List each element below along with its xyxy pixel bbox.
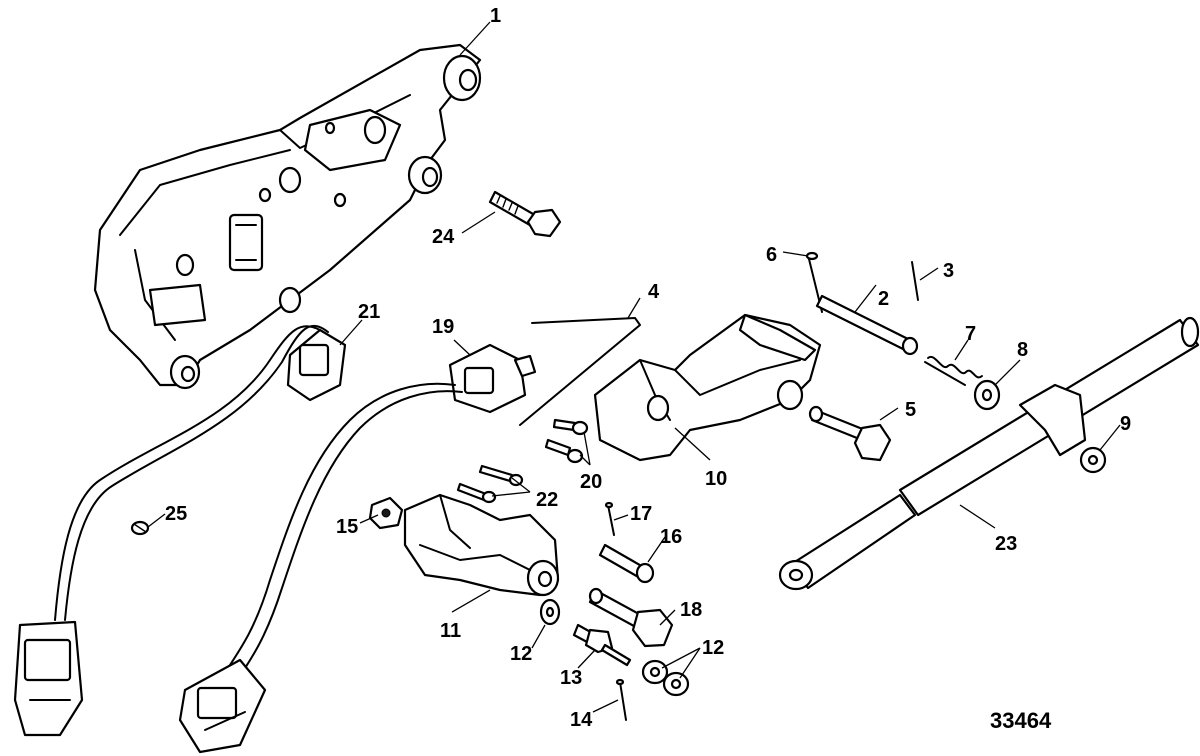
part-25-clip [130, 520, 150, 536]
part-23-cylinder [778, 316, 1200, 591]
part-10-lever [593, 313, 822, 462]
callout-17: 17 [630, 503, 652, 525]
callout-7: 7 [965, 323, 976, 345]
callout-3: 3 [943, 260, 954, 282]
callout-21: 21 [358, 301, 380, 323]
callout-16: 16 [660, 526, 682, 548]
part-22-screws [456, 464, 524, 504]
callout-22: 22 [536, 489, 558, 511]
callout-12b: 12 [702, 637, 724, 659]
part-16-clevis-pin [598, 543, 655, 584]
part-3-clip [911, 261, 919, 301]
part-7-spring [924, 355, 983, 386]
part-8-washer [973, 379, 1001, 411]
callout-10: 10 [705, 468, 727, 490]
callout-6: 6 [766, 244, 777, 266]
callout-12a: 12 [510, 643, 532, 665]
leader-lines [147, 21, 1121, 713]
callout-25: 25 [165, 503, 187, 525]
callout-15: 15 [336, 516, 358, 538]
part-2-pin [815, 294, 919, 356]
callout-13: 13 [560, 667, 582, 689]
callout-4: 4 [648, 281, 660, 303]
callout-23: 23 [995, 533, 1017, 555]
part-12-washers [539, 598, 690, 697]
part-20-screws [544, 418, 589, 464]
part-13-stud [572, 623, 632, 667]
part-19-switch-harness [178, 343, 537, 754]
part-21-sensor-harness [13, 325, 347, 737]
part-14-cotter-pin [615, 678, 627, 721]
callout-18: 18 [680, 599, 702, 621]
part-17-cotter-pin [604, 501, 615, 536]
part-5-bolt [808, 405, 892, 462]
callout-labels: 1 2 3 4 5 6 7 8 9 10 11 12 12 13 14 15 1… [165, 5, 1131, 731]
part-4-rod [519, 317, 641, 426]
part-18-bolt [588, 587, 674, 648]
callout-24: 24 [432, 226, 455, 248]
callout-14: 14 [570, 709, 593, 731]
diagram-reference-number: 33464 [990, 708, 1052, 733]
part-9-washer [1079, 446, 1107, 474]
part-11-lever [403, 493, 560, 597]
callout-8: 8 [1017, 339, 1028, 361]
part-15-nut [368, 496, 404, 530]
part-1-bracket [93, 43, 482, 390]
callout-19: 19 [432, 316, 454, 338]
callout-9: 9 [1120, 413, 1131, 435]
part-24-bolt [488, 190, 562, 238]
callout-1: 1 [490, 5, 501, 27]
callout-20: 20 [580, 471, 602, 493]
callout-11: 11 [440, 620, 461, 642]
callout-5: 5 [905, 399, 916, 421]
callout-2: 2 [878, 288, 889, 310]
